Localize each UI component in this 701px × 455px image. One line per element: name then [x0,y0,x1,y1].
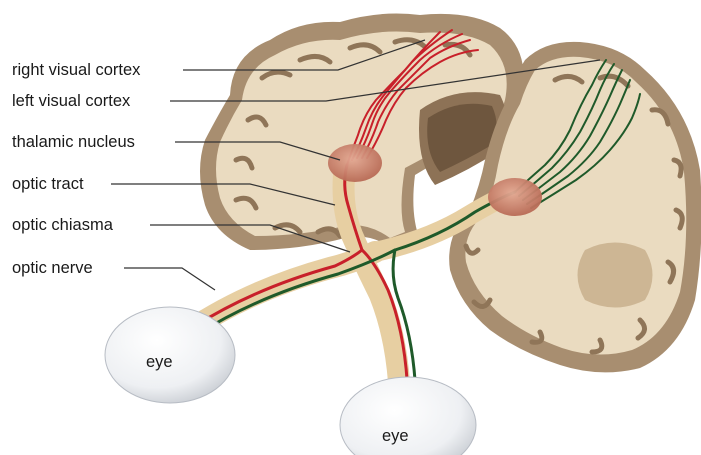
label-optic-nerve: optic nerve [12,258,93,278]
right-thalamic-nucleus [488,178,542,216]
label-optic-tract: optic tract [12,174,84,194]
label-optic-chiasma: optic chiasma [12,215,113,235]
label-eye-right: eye [382,426,409,446]
left-thalamic-nucleus [328,144,382,182]
eyes [105,307,476,455]
label-left-visual-cortex: left visual cortex [12,91,130,111]
label-eye-left: eye [146,352,173,372]
label-right-visual-cortex: right visual cortex [12,60,140,80]
label-thalamic-nucleus: thalamic nucleus [12,132,135,152]
